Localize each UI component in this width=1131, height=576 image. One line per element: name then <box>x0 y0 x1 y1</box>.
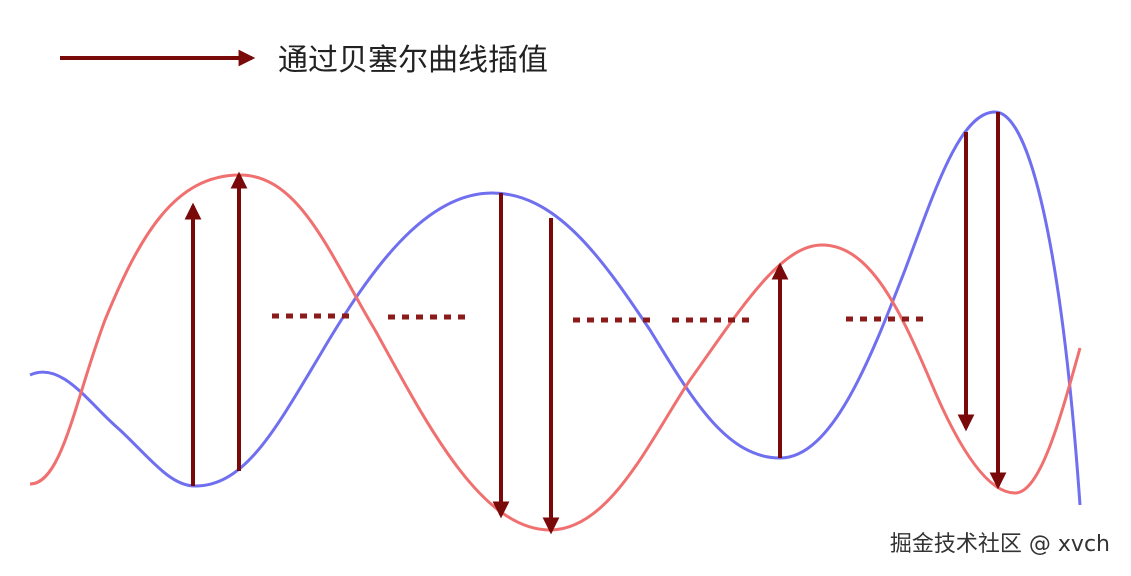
red-curve <box>29 173 1082 532</box>
blue-curve <box>29 110 1082 506</box>
legend-label: 通过贝塞尔曲线插值 <box>278 43 548 78</box>
watermark: 掘金技术社区 @ xvch <box>890 532 1110 557</box>
legend: 通过贝塞尔曲线插值 <box>60 43 548 78</box>
interpolation-arrows <box>184 112 1007 535</box>
